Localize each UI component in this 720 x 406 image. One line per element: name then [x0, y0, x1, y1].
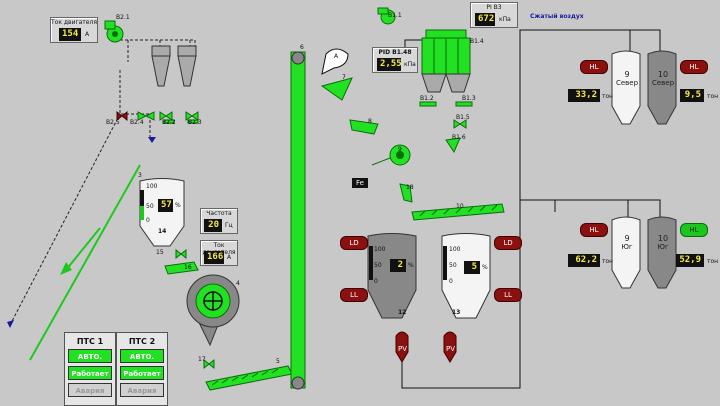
silo13-ll-badge: LL	[494, 288, 522, 302]
ptc1-alarm-button[interactable]: Авария	[68, 383, 112, 397]
south9-weight: 62,2	[568, 254, 600, 267]
silo13-label: 13	[452, 309, 461, 316]
arrow-down-left-icon	[7, 320, 14, 328]
fan-tag: B2.1	[116, 14, 130, 21]
ptc1-title: ПТС 1	[76, 337, 104, 346]
north10-weight: 9,5	[680, 89, 704, 102]
compressed-air-label: Сжатый воздух	[530, 13, 584, 20]
south10-weight: 52,9	[676, 254, 704, 267]
ptc1-running-button[interactable]: Работает	[68, 366, 112, 380]
south10-hl-badge: HL	[680, 223, 708, 237]
silo13-ld-badge: LD	[494, 236, 522, 250]
ptc1-panel: ПТС 1 АВТО. Работает Авария	[64, 332, 116, 406]
ptc2-auto-button[interactable]: АВТО.	[120, 349, 164, 363]
ptc2-running-button[interactable]: Работает	[120, 366, 164, 380]
frequency-panel: Частота 20 Гц	[200, 208, 238, 234]
ptc2-alarm-button[interactable]: Авария	[120, 383, 164, 397]
north9-weight: 33,2	[568, 89, 600, 102]
motor-current-value: 154	[59, 28, 81, 41]
pid-b148-panel: PID B1.48 2,55 кПа	[372, 47, 418, 73]
silo12-level: 2	[390, 259, 406, 272]
motor-current-panel: Ток двигателя 154 А	[50, 17, 98, 43]
iron-separator-badge: Fe	[352, 178, 368, 188]
ptc2-panel: ПТС 2 АВТО. Работает Авария	[116, 332, 168, 406]
pi-b3-panel: PI B3 672 кПа	[470, 2, 518, 28]
motor-current-caption: Ток двигателя	[51, 19, 97, 26]
detector-a: A	[334, 53, 339, 60]
frequency-value: 20	[204, 219, 222, 232]
silo12-ld-badge: LD	[340, 236, 368, 250]
pump-pv-right: PV	[446, 345, 456, 353]
north9-hl-badge: HL	[580, 60, 608, 74]
north10-hl-badge: HL	[680, 60, 708, 74]
mill-current-value: 166	[204, 251, 224, 264]
south9-hl-badge: HL	[580, 223, 608, 237]
pid-b148-value: 2,55	[377, 58, 402, 71]
silo14-level: 57	[158, 199, 173, 212]
pump-pv-left: PV	[398, 345, 408, 353]
pi-b3-value: 672	[475, 13, 495, 26]
silo12-label: 12	[398, 309, 407, 316]
silo12-ll-badge: LL	[340, 288, 368, 302]
silo14-label: 14	[158, 228, 167, 235]
mill-current-panel: Ток двигателя 166 А	[200, 240, 238, 266]
silo13-level: 5	[464, 261, 480, 274]
ptc1-auto-button[interactable]: АВТО.	[68, 349, 112, 363]
ptc2-title: ПТС 2	[128, 337, 156, 346]
